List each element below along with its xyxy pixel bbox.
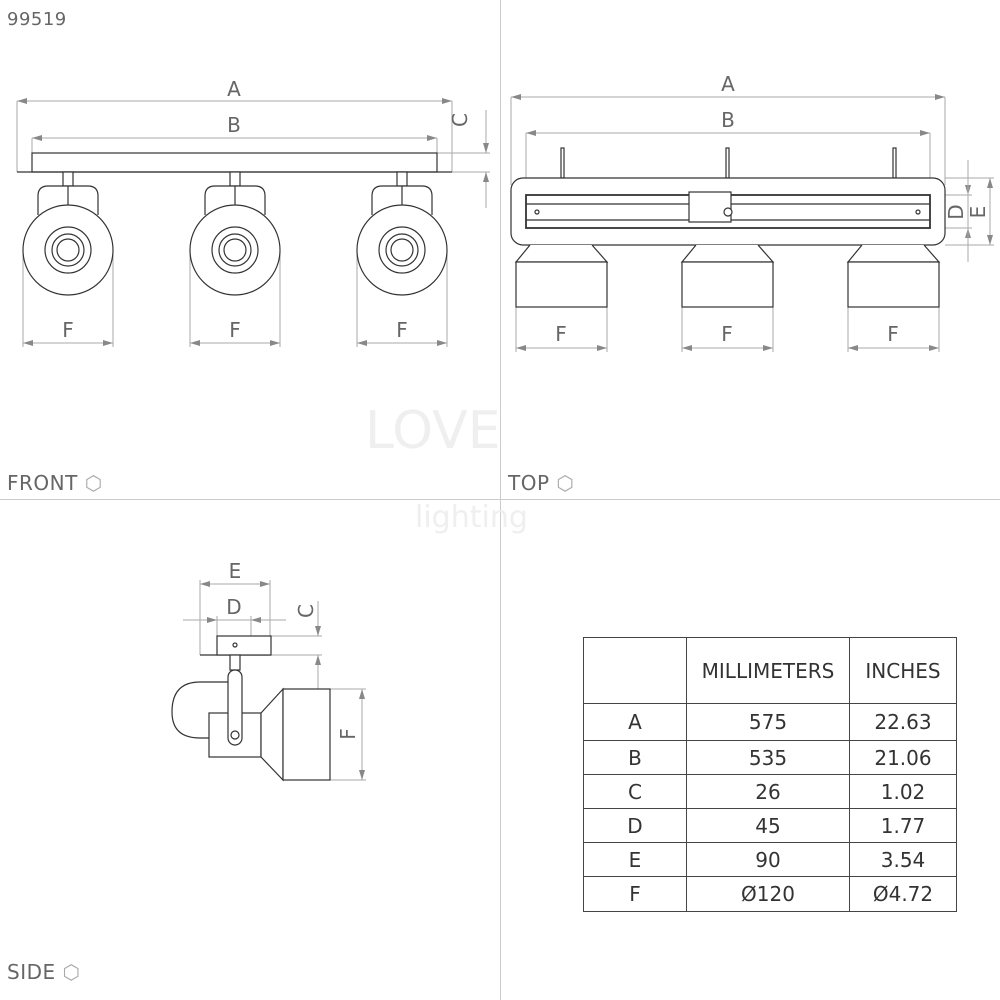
front-label-f2: F bbox=[229, 318, 241, 342]
side-dim-d bbox=[183, 616, 286, 636]
shade-top-3 bbox=[846, 244, 941, 308]
watermark-logo-sub: lighting bbox=[415, 500, 528, 535]
side-view-label: SIDE ⬡ bbox=[7, 960, 81, 984]
front-dim-f bbox=[22, 250, 448, 347]
spot-front-3 bbox=[356, 171, 448, 296]
front-label-b: B bbox=[227, 113, 241, 137]
top-dim-e bbox=[945, 177, 994, 246]
header-millimeters: MILLIMETERS bbox=[686, 637, 850, 704]
top-label-a: A bbox=[721, 72, 735, 96]
spot-front-2 bbox=[189, 171, 281, 296]
top-label-e: E bbox=[966, 206, 990, 219]
front-dim-b bbox=[31, 135, 438, 153]
top-label-f1: F bbox=[555, 322, 567, 346]
side-view-fixture bbox=[171, 635, 331, 782]
product-code: 99519 bbox=[7, 9, 67, 30]
front-dim-c bbox=[437, 110, 490, 208]
side-dim-f bbox=[330, 688, 366, 781]
shade-top-2 bbox=[680, 244, 775, 308]
front-label-a: A bbox=[227, 77, 241, 101]
shade-top-1 bbox=[514, 244, 609, 308]
top-label-f2: F bbox=[721, 322, 733, 346]
front-dim-a bbox=[16, 98, 453, 172]
cube-icon: ⬡ bbox=[84, 471, 103, 495]
cube-icon: ⬡ bbox=[62, 960, 81, 984]
top-view-fixture bbox=[510, 147, 946, 308]
side-label-c: C bbox=[294, 604, 318, 618]
side-label-d: D bbox=[226, 595, 241, 619]
side-label-e: E bbox=[229, 559, 242, 583]
watermark-logo-brand: LOVE bbox=[365, 401, 501, 461]
side-label-f: F bbox=[336, 728, 360, 740]
top-label-d: D bbox=[944, 204, 968, 219]
vertical-divider bbox=[500, 0, 501, 1000]
table-header: MILLIMETERS INCHES bbox=[583, 637, 957, 704]
side-dim-c bbox=[271, 601, 322, 690]
front-label-c: C bbox=[448, 113, 472, 127]
top-dim-a bbox=[510, 94, 946, 185]
front-view-label: FRONT ⬡ bbox=[7, 471, 103, 495]
top-dim-f bbox=[515, 307, 940, 352]
header-inches: INCHES bbox=[849, 637, 957, 704]
top-label-f3: F bbox=[887, 322, 899, 346]
top-label-b: B bbox=[721, 108, 735, 132]
front-label-f1: F bbox=[62, 318, 74, 342]
front-label-f3: F bbox=[396, 318, 408, 342]
front-view-fixture bbox=[17, 152, 452, 296]
horizontal-divider bbox=[0, 499, 1000, 500]
spot-front-1 bbox=[22, 171, 114, 296]
cube-icon: ⬡ bbox=[556, 471, 575, 495]
top-view-label: TOP ⬡ bbox=[508, 471, 575, 495]
